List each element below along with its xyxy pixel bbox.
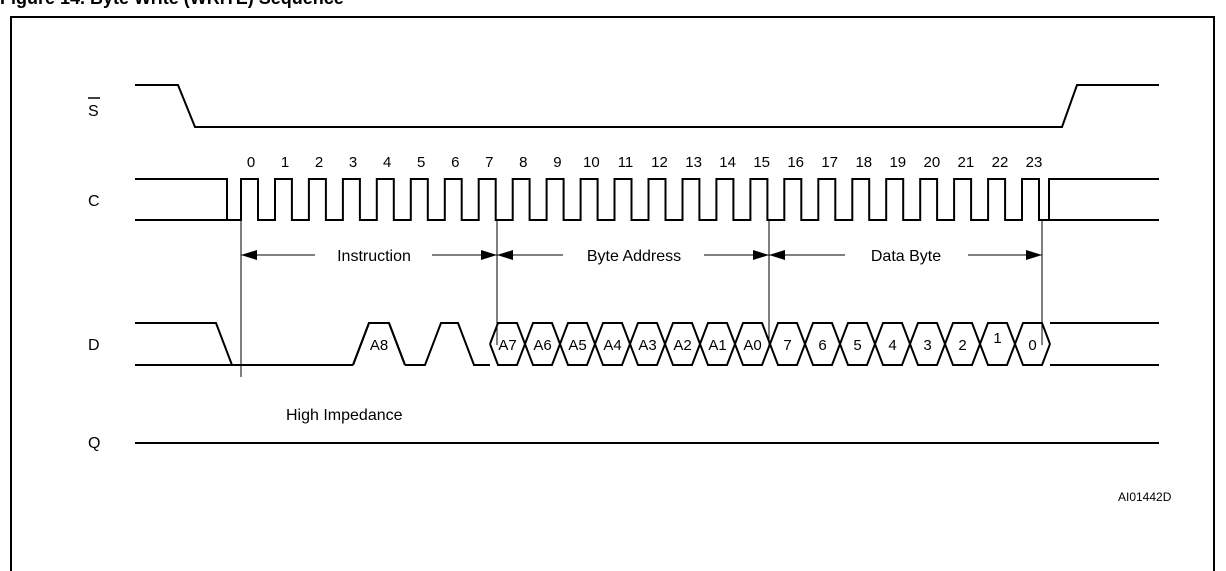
signal-label-c: C [88,193,100,210]
d-bit-label: A7 [498,337,516,354]
s-waveform [135,84,1159,128]
instruction-arrowhead-right [481,250,497,260]
clock-number: 19 [889,154,906,171]
clock-number: 6 [451,154,459,171]
figure-caption: Figure 14. Byte Write (WRITE) Sequence [0,0,344,9]
d-start-transition [135,322,234,366]
d-bit-label-a8: A8 [370,337,388,354]
d-waveform: A8 A7 A6 A5 A4 A3 A2 A1 A0 7 6 5 4 3 2 1 0 [135,322,1159,366]
d-bit-label: 6 [818,337,826,354]
d-bit-label: 5 [853,337,861,354]
clock-number: 11 [618,154,634,171]
clock-number: 8 [519,154,527,171]
signal-label-s: S [88,103,99,120]
data-arrowhead-right [1026,250,1042,260]
d-bit-a8-lower [352,322,406,366]
clock-number: 10 [583,154,600,171]
clock-number: 18 [855,154,872,171]
d-bit-label: A4 [603,337,621,354]
clock-number: 15 [753,154,770,171]
clock-number: 21 [958,154,975,171]
signal-label-d: D [88,337,100,354]
address-arrowhead-left [497,250,513,260]
clock-number: 0 [247,154,255,171]
data-arrowhead-left [769,250,785,260]
d-bit-label: A1 [708,337,726,354]
clock-number: 17 [821,154,838,171]
clock-number: 20 [924,154,941,171]
clock-number: 2 [315,154,323,171]
clock-number: 22 [992,154,1009,171]
c-waveform [135,178,1159,221]
d-bit-label: A6 [533,337,551,354]
signal-label-q: Q [88,435,100,452]
clock-number: 9 [553,154,561,171]
d-bit-label: 3 [923,337,931,354]
clock-number: 4 [383,154,391,171]
d-bit-label: 1 [993,330,1001,347]
clock-number: 7 [485,154,493,171]
d-bit-label: 2 [958,337,966,354]
q-state-label: High Impedance [286,407,403,424]
phase-label-instruction: Instruction [337,248,411,265]
clock-number: 5 [417,154,425,171]
phase-label-address: Byte Address [587,248,681,265]
d-bit-label: A3 [638,337,656,354]
phase-label-data: Data Byte [871,248,941,265]
d-end [1050,322,1159,366]
d-bit-label: 7 [783,337,791,354]
figure-frame [10,16,1215,571]
clock-number: 14 [719,154,736,171]
d-bit-label: A0 [743,337,761,354]
d-bit-label: 0 [1028,337,1036,354]
d-bit-label: 4 [888,337,896,354]
clock-number: 23 [1026,154,1043,171]
clock-number: 13 [685,154,702,171]
clock-number: 16 [787,154,804,171]
clock-number: 1 [281,154,289,171]
clock-number: 3 [349,154,357,171]
d-bit-label: A5 [568,337,586,354]
figure-code: AI01442D [1118,490,1172,504]
instruction-arrowhead-left [241,250,257,260]
clock-number: 12 [651,154,668,171]
address-arrowhead-right [753,250,769,260]
d-bit-label: A2 [673,337,691,354]
d-bit-cells [489,322,1051,366]
